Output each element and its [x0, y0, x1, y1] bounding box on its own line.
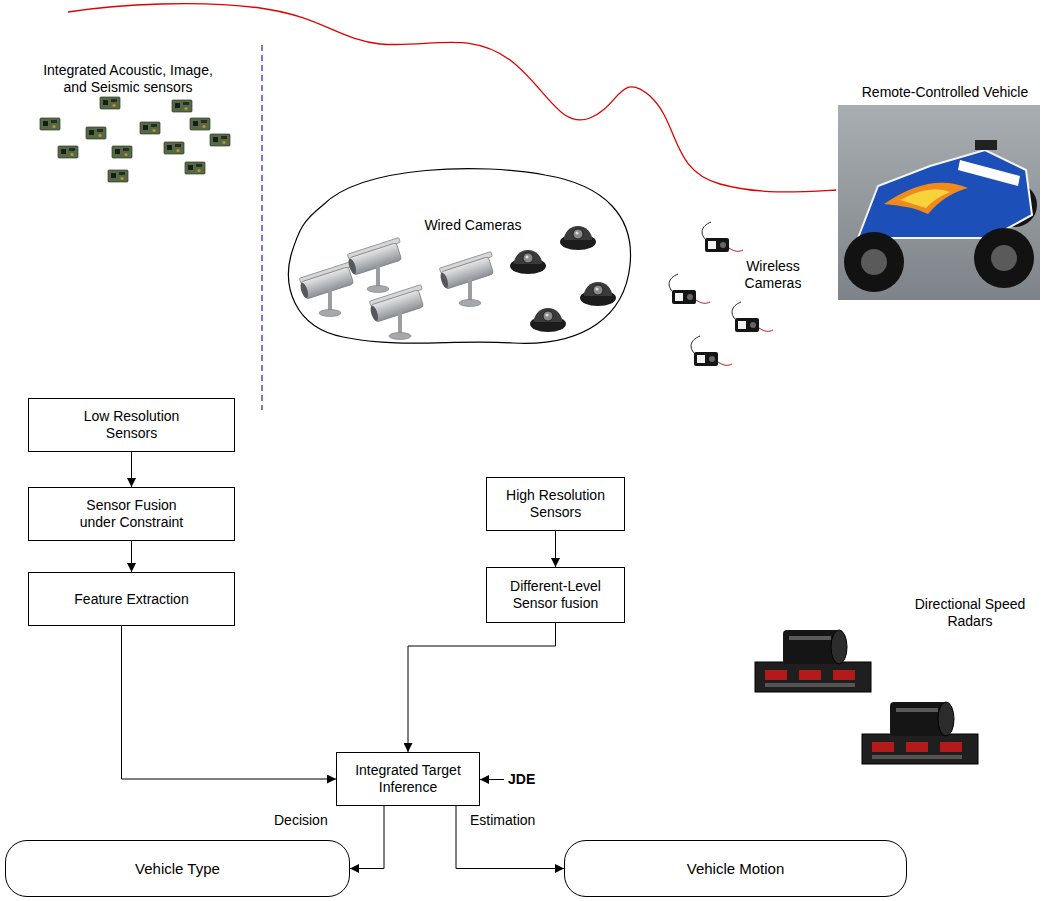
vehicle-label: Remote-Controlled Vehicle	[850, 84, 1040, 101]
divider-line	[261, 45, 262, 410]
wireless-camera-icons	[669, 222, 773, 366]
output-box: Vehicle Type	[5, 840, 350, 897]
node-text: Different-Level Sensor fusion	[501, 578, 611, 612]
input-label: JDE	[508, 771, 548, 788]
node-text: Vehicle Type	[135, 860, 220, 878]
flow-arrow	[350, 806, 384, 869]
edge-label: Decision	[272, 812, 330, 829]
node-text: Feature Extraction	[74, 591, 188, 608]
process-box: High Resolution Sensors	[486, 477, 625, 531]
camera-label: Wireless Cameras	[738, 258, 808, 292]
sensor-label: Integrated Acoustic, Image, and Seismic …	[32, 62, 224, 96]
radar-label: Directional Speed Radars	[900, 596, 1040, 630]
radar-icons	[755, 630, 978, 764]
node-text: Integrated Target Inference	[345, 762, 471, 796]
node-text: Sensor Fusion under Constraint	[72, 497, 192, 531]
flow-arrow	[456, 806, 564, 869]
sensor-icons	[40, 97, 230, 182]
group-outline	[283, 165, 635, 350]
flow-arrow	[555, 531, 556, 567]
process-box: Different-Level Sensor fusion	[486, 567, 625, 623]
flow-arrow	[131, 541, 132, 572]
node-text: Low Resolution Sensors	[77, 408, 187, 442]
process-box: Feature Extraction	[28, 572, 235, 626]
flow-arrow	[131, 452, 132, 487]
process-box: Low Resolution Sensors	[28, 398, 235, 452]
node-text: High Resolution Sensors	[501, 487, 611, 521]
remote-control-wire	[68, 4, 836, 192]
node-text: Vehicle Motion	[687, 860, 785, 878]
process-box: Sensor Fusion under Constraint	[28, 487, 235, 541]
flow-arrow	[408, 623, 556, 752]
input-arrow	[480, 779, 504, 780]
edge-label: Estimation	[468, 812, 537, 829]
camera-group-outline: Wired Cameras	[283, 165, 635, 350]
node-text: Wired Cameras	[403, 217, 543, 234]
wired-camera-icons	[297, 226, 616, 340]
flow-arrow	[122, 626, 337, 779]
output-box: Vehicle Motion	[564, 840, 907, 897]
vehicle-photo	[838, 105, 1040, 300]
process-box: Integrated Target Inference	[336, 752, 480, 806]
group-outline-path	[289, 169, 631, 344]
